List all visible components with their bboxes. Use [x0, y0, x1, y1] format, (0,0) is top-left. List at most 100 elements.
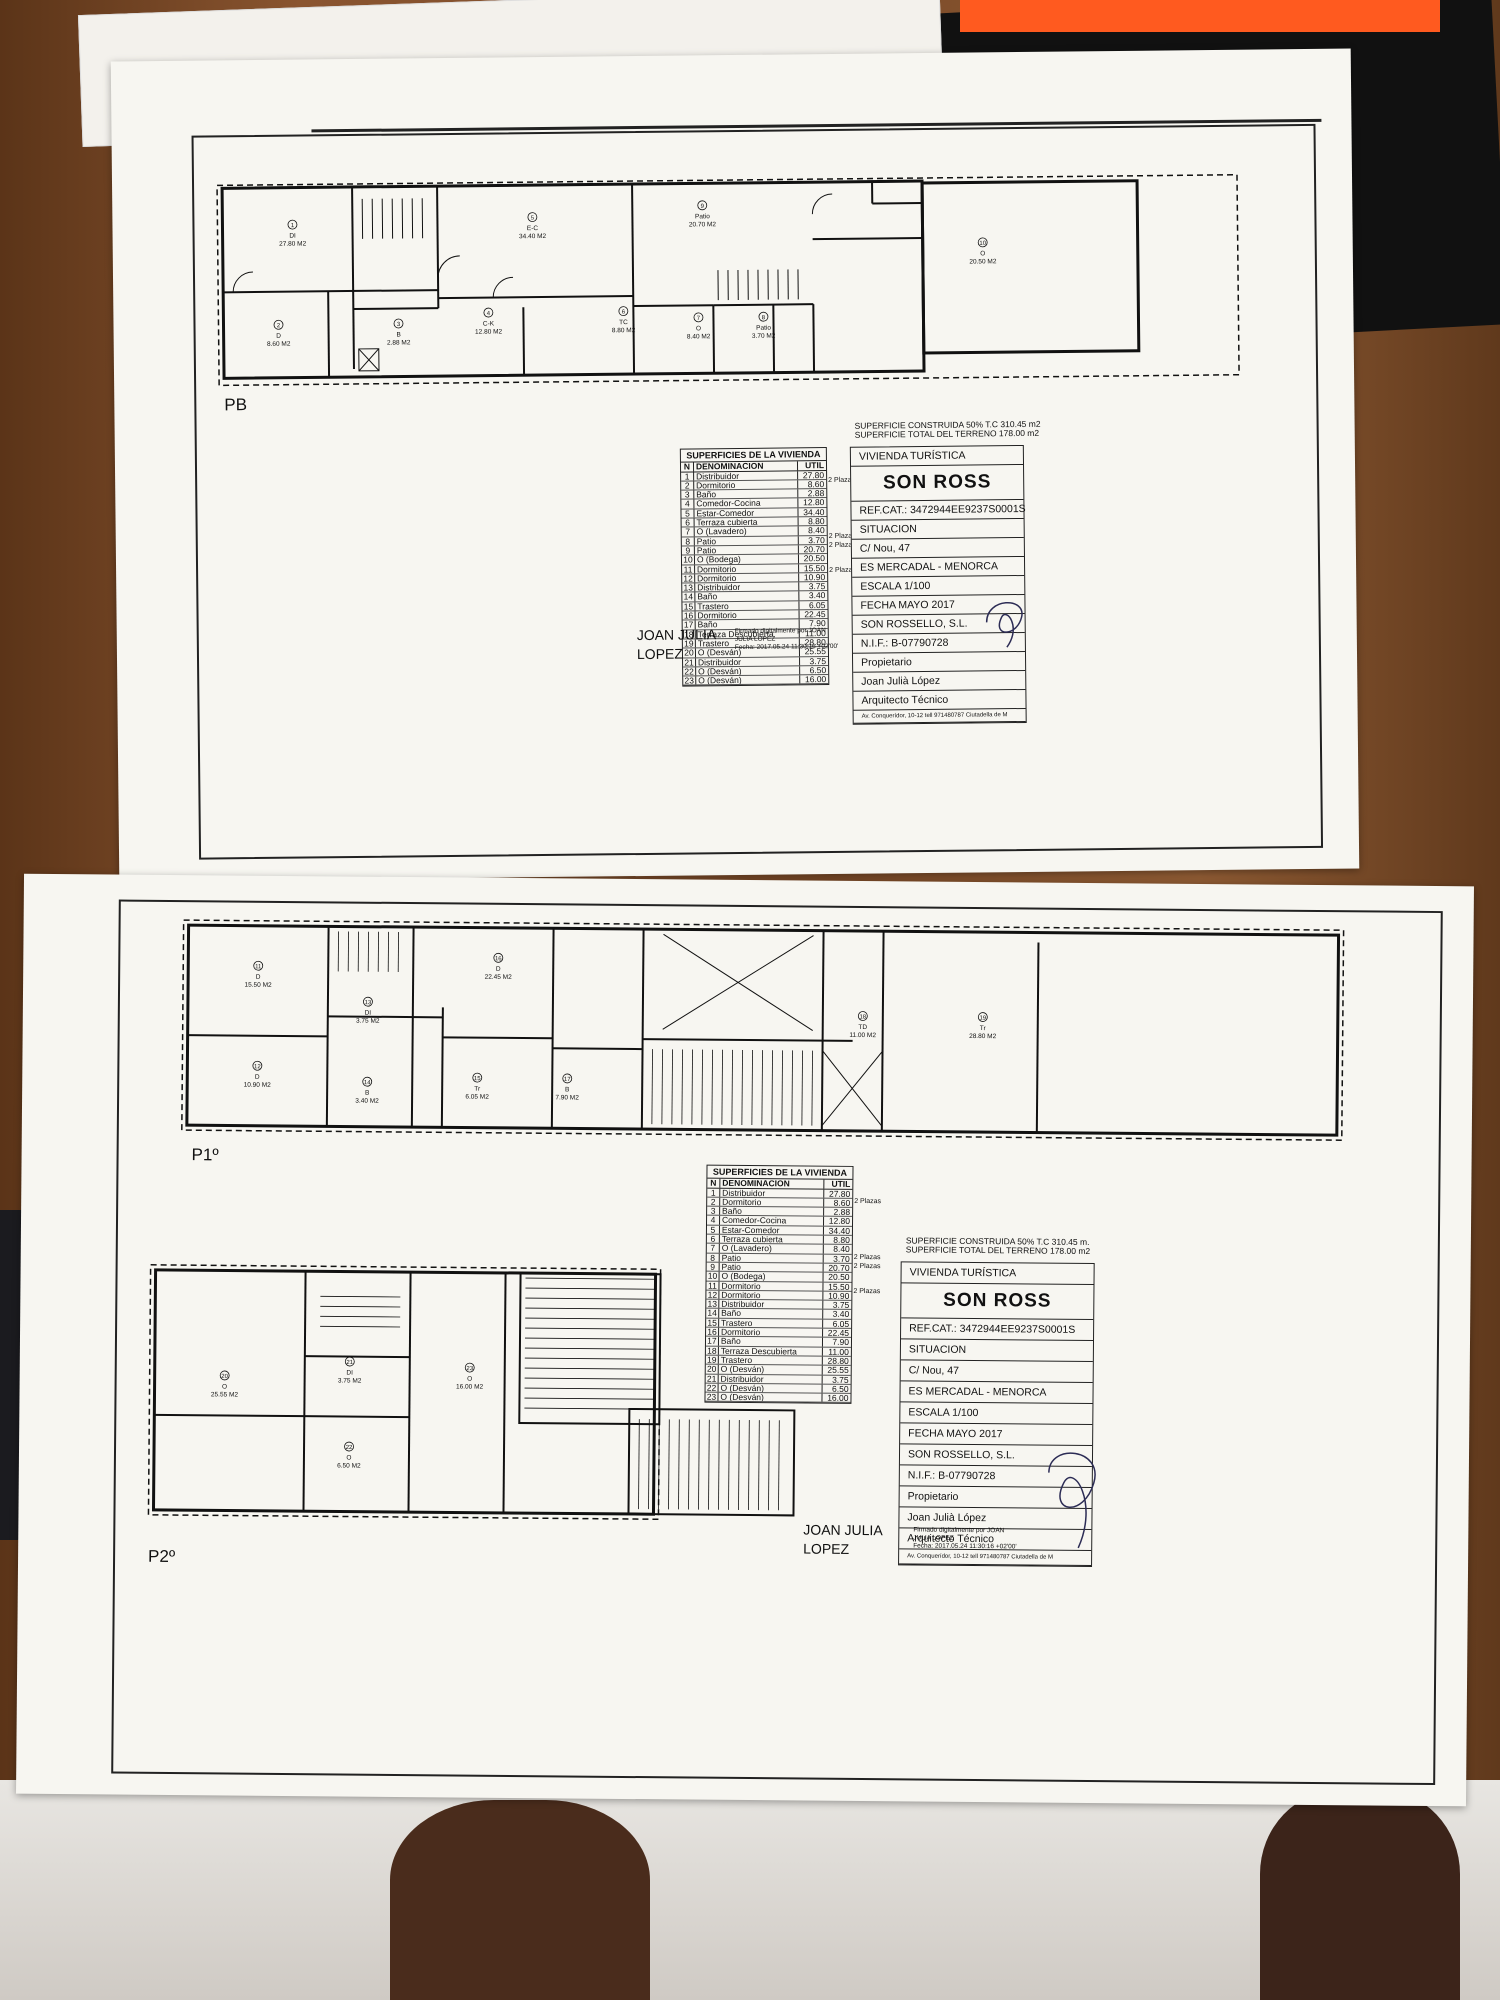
room-number: 5: [531, 216, 535, 222]
room-number-circle: [287, 219, 298, 230]
room-number: 3: [397, 322, 401, 328]
room-number-circle: [977, 1012, 988, 1022]
room-number: 1: [291, 223, 295, 229]
room-code: D: [255, 1074, 260, 1081]
table-cell-name: Terraza cubierta: [719, 1234, 825, 1245]
table-cell-name: Distribuidor: [718, 1374, 823, 1384]
room-code: Tr: [980, 1025, 987, 1032]
tb-refcat: REF.CAT.: 3472944EE9237S0001S: [851, 499, 1026, 521]
table-cell-name: Distribuidor: [695, 582, 800, 592]
table-cell-util: 7.90: [832, 1337, 850, 1348]
room-code: B: [365, 1090, 369, 1097]
table-cell-util: 8.80: [833, 1234, 850, 1245]
table-cell-util: 27.80: [828, 1188, 851, 1199]
room-area: 11.00 M2: [849, 1032, 876, 1039]
table-cell-n: 8: [681, 536, 695, 546]
room-code: D: [276, 333, 281, 340]
digital-line-1: Firmado digitalmente por JOAN: [734, 627, 826, 636]
room-number-circle: [363, 996, 373, 1007]
floor: [0, 1780, 1500, 2000]
header-cell-n: N: [680, 462, 694, 472]
tb-address: C/ Nou, 47: [851, 537, 1024, 559]
author-line-2: LOPEZ: [803, 1540, 850, 1557]
room-number-circle: [758, 311, 769, 322]
digital-signature-text-2: Firmado digitalmente por JOAN JULIA LOPE…: [913, 1526, 1017, 1551]
room-area: 2.88 M2: [387, 339, 411, 346]
room-number: 7: [697, 316, 701, 322]
room-number-circle: [693, 312, 704, 323]
room-area: 34.40 M2: [519, 233, 547, 240]
table-cell-name: Terraza Descubierta: [718, 1346, 824, 1356]
first-floor-plan: [147, 919, 1345, 1521]
table-cell-n: 4: [707, 1215, 721, 1225]
superficie-terreno-2: SUPERFICIE TOTAL DEL TERRENO 178.00 m2: [905, 1244, 1091, 1257]
table-cell-util: 8.80: [807, 516, 825, 527]
table-cell-name: Trastero: [718, 1355, 824, 1365]
table-cell-name: Patio: [719, 1253, 824, 1263]
room-code: O: [696, 325, 701, 332]
table-cell-n: 12: [706, 1290, 720, 1300]
room-area: 27.80 M2: [279, 240, 307, 247]
digital-signature-text: Firmado digitalmente por JOAN JULIA LOPE…: [735, 627, 839, 652]
table-cell-n: 10: [706, 1271, 720, 1281]
room-number: 6: [622, 310, 626, 316]
table-cell-n: 18: [705, 1345, 719, 1355]
header-cell-name: DENOMINACION: [720, 1179, 825, 1189]
room-code: TC: [619, 319, 628, 326]
table-cell-util: 20.50: [828, 1271, 850, 1283]
table-cell-name: Distribuidor: [719, 1299, 824, 1310]
table-cell-name: Trastero: [695, 601, 800, 611]
plazas-note: 2 Plazas: [853, 1262, 881, 1271]
table-cell-util: 6.05: [832, 1318, 850, 1329]
table-cell-name: Baño: [720, 1206, 825, 1217]
room-area: 22.45 M2: [485, 974, 513, 981]
author-line-1: JOAN JULIA: [636, 626, 717, 644]
room-number-circle: [697, 200, 708, 211]
table-cell-name: Dormitorio: [719, 1281, 824, 1291]
room-code: Patio: [695, 213, 710, 220]
table-cell-n: 6: [706, 1234, 720, 1244]
table-cell-name: Comedor-Cocina: [719, 1216, 825, 1226]
room-number: 21: [346, 1360, 353, 1366]
table-cell-util: 22.45: [827, 1327, 850, 1338]
floor-label-pb: PB: [224, 395, 248, 415]
table-cell-util: 8.60: [807, 478, 825, 490]
tb-type: VIVIENDA TURÍSTICA: [901, 1262, 1094, 1286]
room-number-circle: [977, 237, 988, 248]
table-cell-n: 19: [705, 1355, 719, 1365]
table-cell-n: 22: [705, 1382, 719, 1393]
room-area: 3.75 M2: [356, 1018, 380, 1025]
table-cell-util: 25.55: [827, 1364, 849, 1376]
table-cell-n: 7: [706, 1243, 720, 1253]
table-cell-n: 13: [706, 1299, 720, 1309]
table-cell-name: O (Bodega): [694, 554, 800, 564]
table-cell-n: 11: [706, 1280, 720, 1290]
room-number: 12: [254, 1064, 261, 1070]
tb-situacion: SITUACION: [900, 1339, 1094, 1363]
table-cell-util: 2.88: [833, 1206, 851, 1218]
room-number-circle: [273, 319, 284, 330]
room-number: 13: [365, 1000, 372, 1006]
room-code: C-K: [483, 321, 495, 328]
room-area: 8.80 M2: [612, 327, 636, 334]
room-area: 28.80 M2: [969, 1033, 997, 1040]
room-number-circle: [253, 960, 264, 971]
table-cell-name: O (Desván): [718, 1365, 823, 1375]
room-code: TD: [858, 1024, 867, 1031]
superficie-text: SUPERFICIE CONSTRUIDA 50% T.C 310.45 m2 …: [855, 419, 1041, 440]
table-cell-n: 9: [706, 1262, 720, 1272]
room-area: 10.90 M2: [244, 1082, 272, 1089]
room-number: 8: [762, 315, 766, 321]
room-number: 16: [495, 956, 502, 962]
table-cell-name: Dormitorio: [695, 573, 800, 583]
table-cell-name: Dormitorio: [718, 1327, 824, 1338]
tb-name: SON ROSS: [901, 1283, 1094, 1321]
room-code: O: [346, 1455, 351, 1462]
digital-line-3: Fecha: 2017.05.24 11:30:16 +02'00': [913, 1542, 1017, 1551]
table-cell-n: 1: [681, 471, 695, 481]
table-cell-util: 16.00: [804, 674, 827, 685]
room-number: 19: [979, 1016, 986, 1022]
